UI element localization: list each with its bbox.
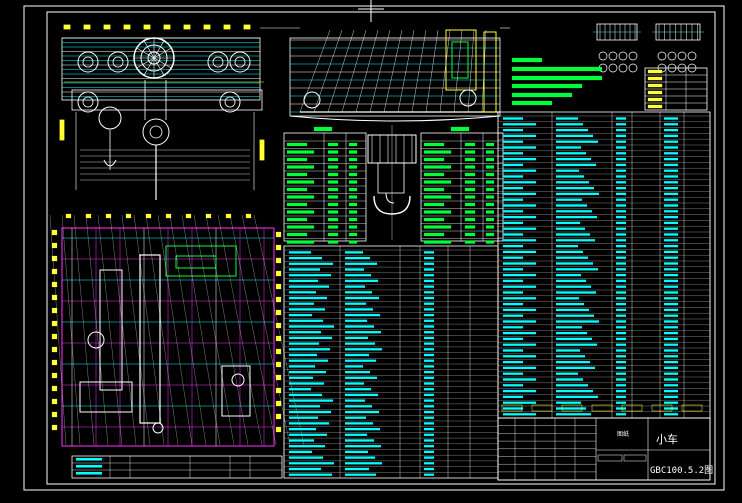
title-block	[497, 417, 711, 481]
hook-detail-view	[367, 125, 417, 240]
title-block-label: 图纸	[617, 431, 630, 438]
bottom-left-table	[71, 455, 283, 479]
front-elevation-view	[59, 24, 265, 200]
crosshair-cursor-icon	[358, 0, 384, 22]
drawing-name: 小车	[656, 433, 678, 446]
technical-spec-tables	[283, 57, 603, 244]
side-elevation-view	[260, 27, 510, 122]
plan-view	[49, 213, 305, 447]
parts-list-table	[283, 111, 711, 479]
drum-detail-views	[593, 23, 708, 111]
drawing-code: GBC100.5.2图	[650, 466, 714, 476]
inner-drawing-border	[46, 11, 716, 485]
outer-drawing-border	[23, 5, 725, 491]
